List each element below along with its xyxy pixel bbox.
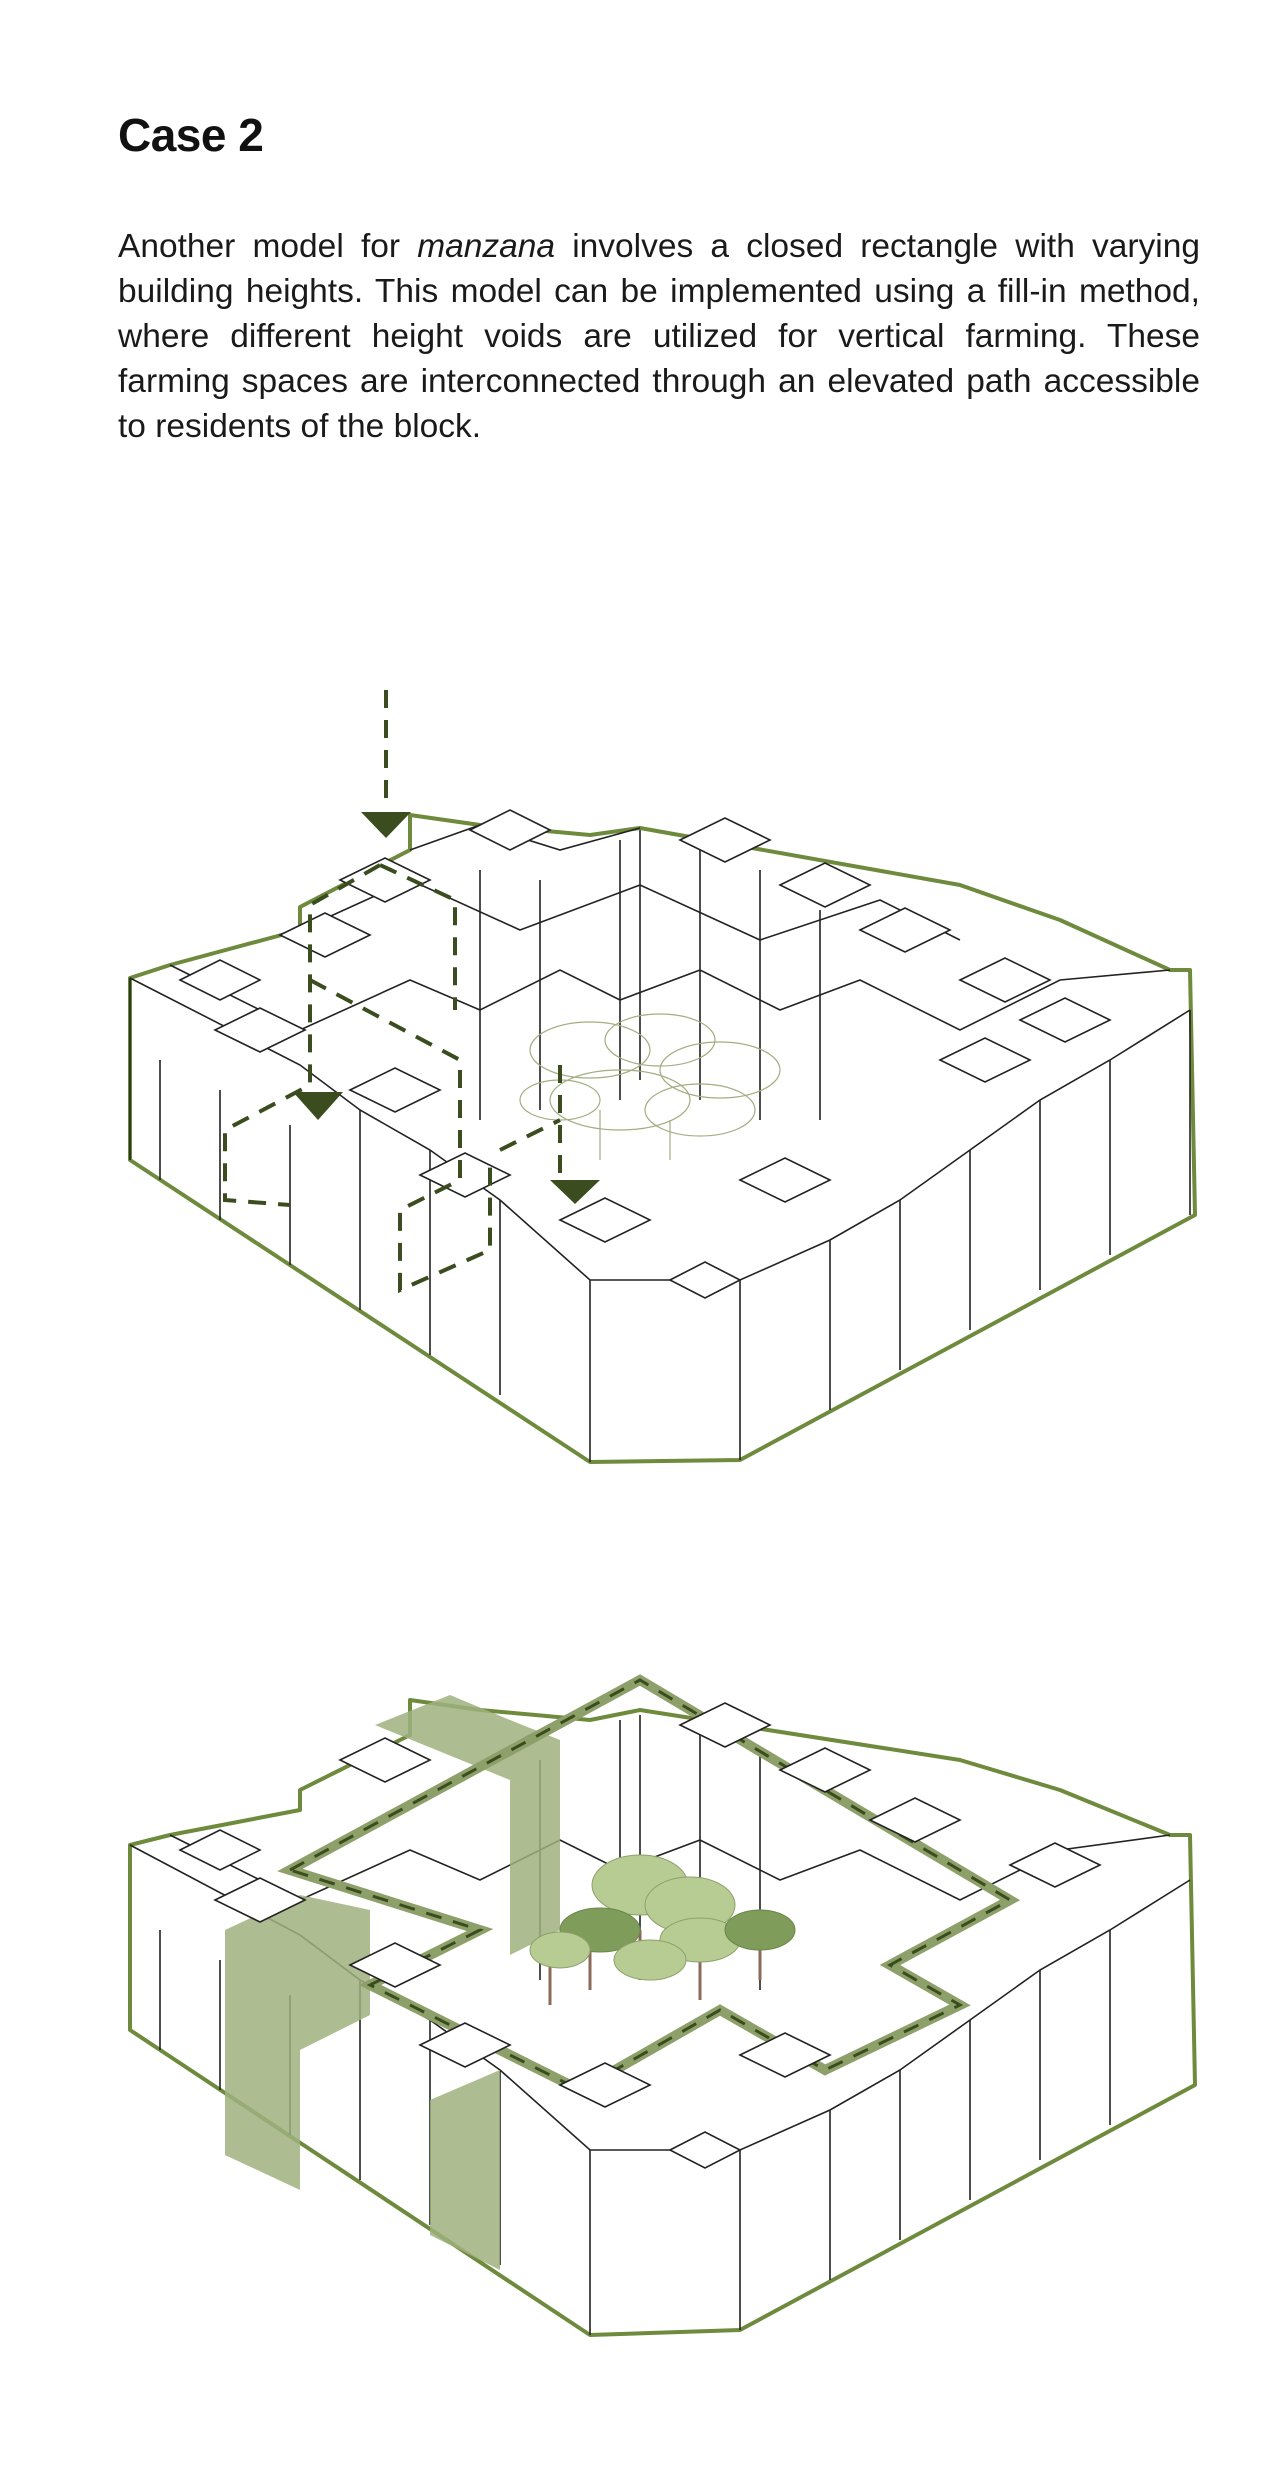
vertical-farm-voids: [225, 1695, 560, 2270]
description-paragraph: Another model for manzana involves a clo…: [118, 224, 1200, 449]
insertion-arrows: [293, 690, 600, 1204]
void-outlines: [223, 863, 562, 1294]
axonometric-block-diagram-top: [0, 680, 1266, 1510]
farm-void: [225, 1895, 370, 2190]
manzana-term: manzana: [417, 228, 556, 265]
paragraph-start: Another model for: [118, 228, 418, 265]
facade-lines: [129, 830, 1191, 1462]
block-outline: [128, 1698, 1197, 2337]
case-heading: Case 2: [118, 109, 264, 161]
farm-void: [375, 1695, 560, 1955]
block-outline: [128, 813, 1197, 1464]
farm-void: [430, 2070, 500, 2270]
paragraph-end: involves a closed rectangle with varying…: [118, 228, 1200, 445]
rooftop-units: [178, 1702, 1102, 2169]
axonometric-block-diagram-bottom: [0, 1630, 1266, 2450]
down-arrow-icon: [550, 1180, 600, 1204]
down-arrow-icon: [293, 1092, 343, 1120]
down-arrow-icon: [361, 812, 411, 838]
rooftop-units: [178, 809, 1112, 1299]
roof-edges: [129, 824, 1191, 1281]
courtyard-trees: [529, 1854, 796, 2005]
